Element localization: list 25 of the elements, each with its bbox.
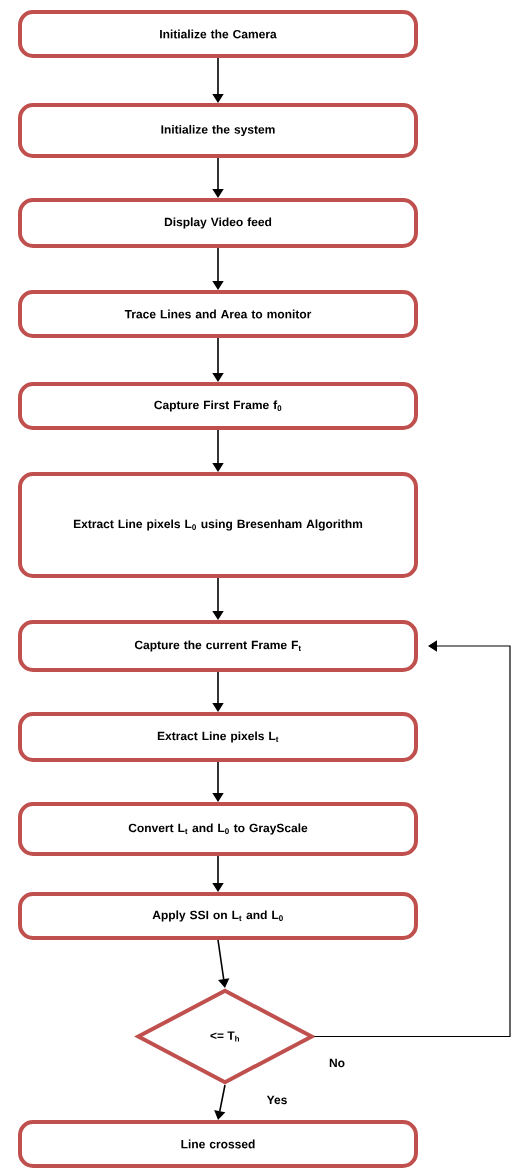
arrow bbox=[212, 429, 224, 472]
arrow bbox=[212, 247, 224, 290]
arrow bbox=[212, 337, 224, 382]
edge-label: Yes bbox=[265, 1094, 289, 1106]
process-box: Initialize the system bbox=[18, 103, 418, 158]
arrow bbox=[212, 57, 224, 103]
process-box: Apply SSI on L$_{t}$ and L$_{0}$ bbox=[18, 892, 418, 940]
arrow bbox=[212, 855, 224, 892]
process-box: Line crossed bbox=[18, 1120, 418, 1168]
arrow bbox=[214, 1084, 226, 1120]
process-box: Convert L$_{t}$ and L$_{0}$ to GrayScale bbox=[18, 802, 418, 856]
process-box: Capture First Frame f$_{0}$ bbox=[18, 382, 418, 430]
arrow bbox=[313, 640, 511, 1038]
arrow bbox=[217, 939, 230, 988]
process-box: Extract Line pixels L$_{0}$ using Bresenham Algorithm bbox=[18, 472, 418, 578]
arrow bbox=[212, 671, 224, 712]
arrow bbox=[212, 577, 224, 620]
process-box: Display Video feed bbox=[18, 198, 418, 248]
process-box: Trace Lines and Area to monitor bbox=[18, 290, 418, 338]
process-box: Initialize the Camera bbox=[18, 10, 418, 58]
arrow bbox=[212, 157, 224, 198]
process-box: Extract Line pixels L$_{t}$ bbox=[18, 712, 418, 762]
edge-label: No bbox=[328, 1057, 346, 1069]
arrow bbox=[212, 761, 224, 802]
process-box: Capture the current Frame F$_{t}$ bbox=[18, 620, 418, 672]
